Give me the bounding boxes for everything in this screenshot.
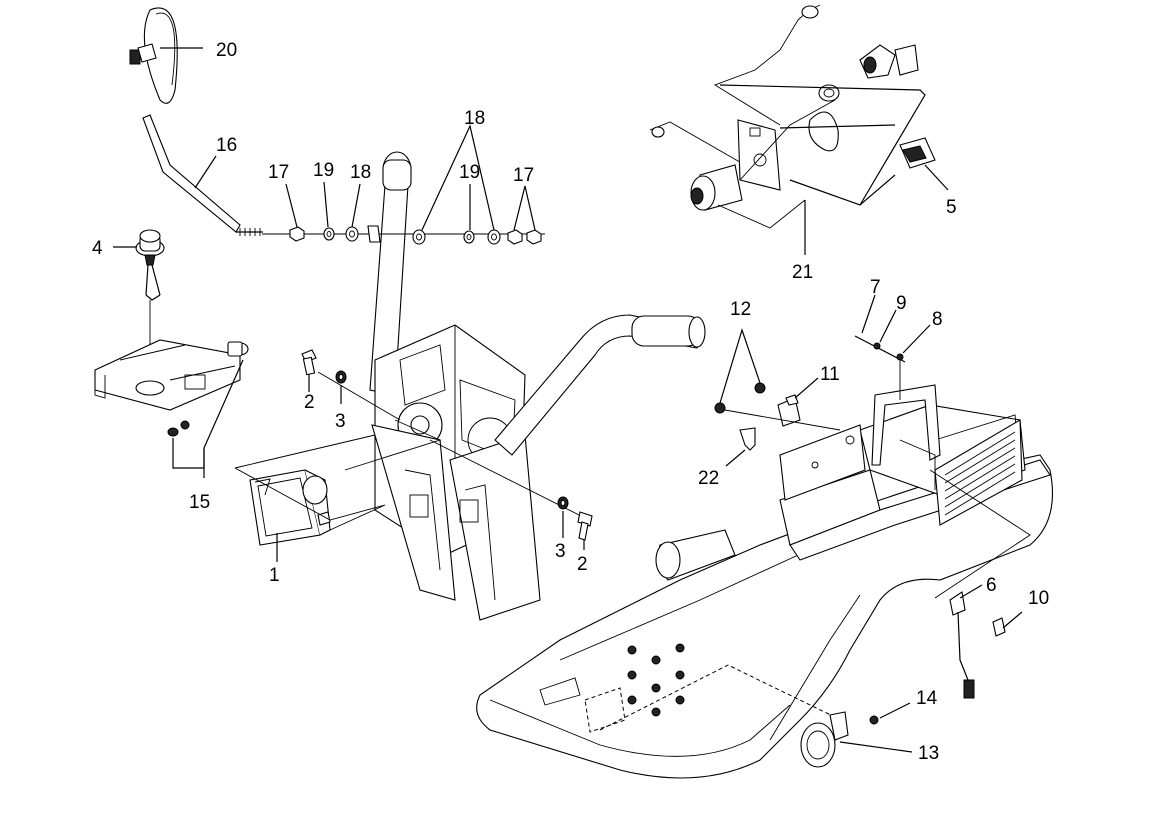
callout-2-left: 2 xyxy=(304,392,315,413)
callout-9: 9 xyxy=(896,293,907,314)
callout-10: 10 xyxy=(1028,588,1049,609)
callout-18-top: 18 xyxy=(464,108,485,129)
parts-13-14-horn xyxy=(599,664,913,768)
steering-tower xyxy=(369,151,706,621)
part-1-headlight xyxy=(234,419,442,562)
callout-22: 22 xyxy=(698,468,719,489)
callout-21: 21 xyxy=(792,262,813,283)
callout-4: 4 xyxy=(92,238,103,259)
parts-11-12-22-seat-switch xyxy=(714,328,841,467)
part-5-switch xyxy=(899,137,949,191)
part-16-mirror-arm xyxy=(142,114,545,236)
callout-19-left: 19 xyxy=(313,160,334,181)
callout-12: 12 xyxy=(730,299,751,320)
parts-17-18-19-nuts-washers xyxy=(285,124,542,245)
callout-19-right: 19 xyxy=(459,162,480,183)
callout-13: 13 xyxy=(918,743,939,764)
callout-17-right: 17 xyxy=(513,165,534,186)
callout-8: 8 xyxy=(932,309,943,330)
callout-17-left: 17 xyxy=(268,162,289,183)
callout-3-right: 3 xyxy=(555,541,566,562)
part-2-3-fasteners-right xyxy=(429,439,593,550)
part-15-switch-bracket xyxy=(94,339,249,478)
callout-1: 1 xyxy=(269,565,280,586)
callout-11: 11 xyxy=(820,364,840,385)
part-21-choke-assembly xyxy=(649,4,926,255)
callout-2-right: 2 xyxy=(577,554,588,575)
chassis-frame xyxy=(476,384,1053,779)
callout-20: 20 xyxy=(216,40,237,61)
part-20-mirror xyxy=(129,7,203,104)
callout-15: 15 xyxy=(189,492,210,513)
callout-18-left: 18 xyxy=(350,162,371,183)
callout-3-left: 3 xyxy=(335,411,346,432)
callout-16: 16 xyxy=(216,135,237,156)
callout-5: 5 xyxy=(946,197,957,218)
callout-6: 6 xyxy=(986,575,997,596)
callout-14: 14 xyxy=(916,688,938,709)
parts-7-8-9-hardware xyxy=(854,294,931,400)
part-4-ignition-switch xyxy=(113,229,165,380)
callout-labels: 1 2 2 3 3 4 5 6 7 8 9 10 11 12 13 14 15 … xyxy=(92,40,1049,764)
part-2-3-fasteners-left xyxy=(301,349,401,421)
callout-7: 7 xyxy=(870,277,881,298)
parts-6-10-wiring xyxy=(929,469,1031,699)
